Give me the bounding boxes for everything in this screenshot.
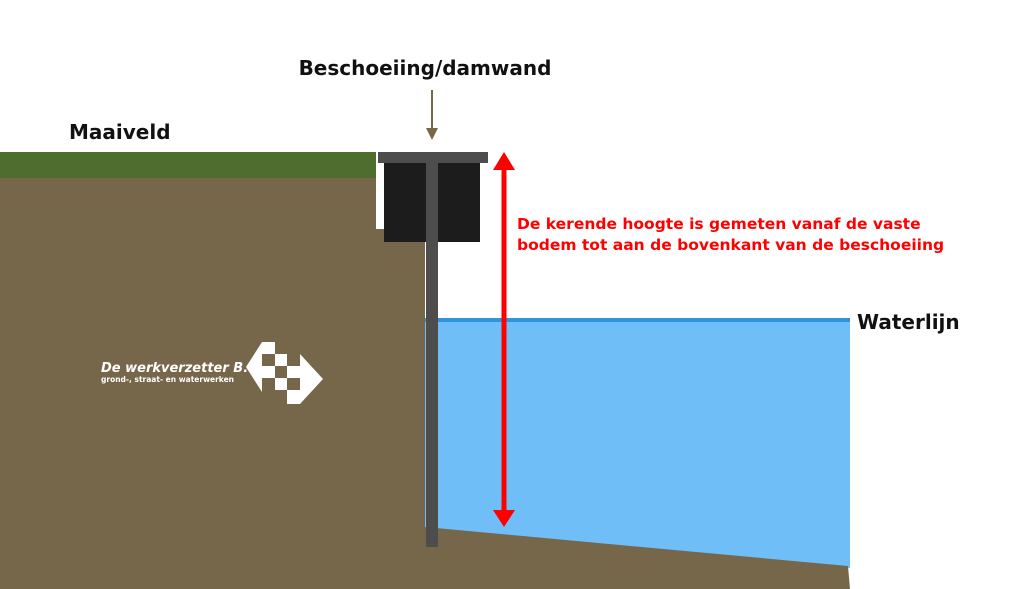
- label-waterlijn: Waterlijn: [857, 310, 960, 334]
- pointer-arrow-head: [426, 128, 438, 140]
- grass-strip: [0, 152, 376, 178]
- anchor-block-left: [384, 163, 426, 242]
- kerende-hoogte-text-1: De kerende hoogte is gemeten vanaf de va…: [517, 215, 921, 233]
- water-body: [425, 318, 850, 568]
- logo-tagline: grond-, straat- en waterwerken: [101, 375, 234, 384]
- pile-cap: [378, 152, 488, 163]
- label-maaiveld: Maaiveld: [69, 120, 171, 144]
- company-logo: De werkverzetter B.V. grond-, straat- en…: [101, 342, 323, 404]
- logo-arrows-icon: [246, 342, 323, 404]
- height-arrow-head-up: [493, 152, 515, 170]
- height-arrow-head-down: [493, 510, 515, 527]
- logo-name: De werkverzetter B.V.: [101, 361, 261, 376]
- canal-bed: [425, 527, 850, 589]
- label-beschoeiing: Beschoeiing/damwand: [299, 56, 552, 80]
- anchor-block-right: [438, 163, 480, 242]
- land-soil: [0, 152, 425, 589]
- water-line: [425, 318, 850, 322]
- sheet-pile: [426, 160, 438, 547]
- kerende-hoogte-text-2: bodem tot aan de bovenkant van de bescho…: [517, 236, 944, 254]
